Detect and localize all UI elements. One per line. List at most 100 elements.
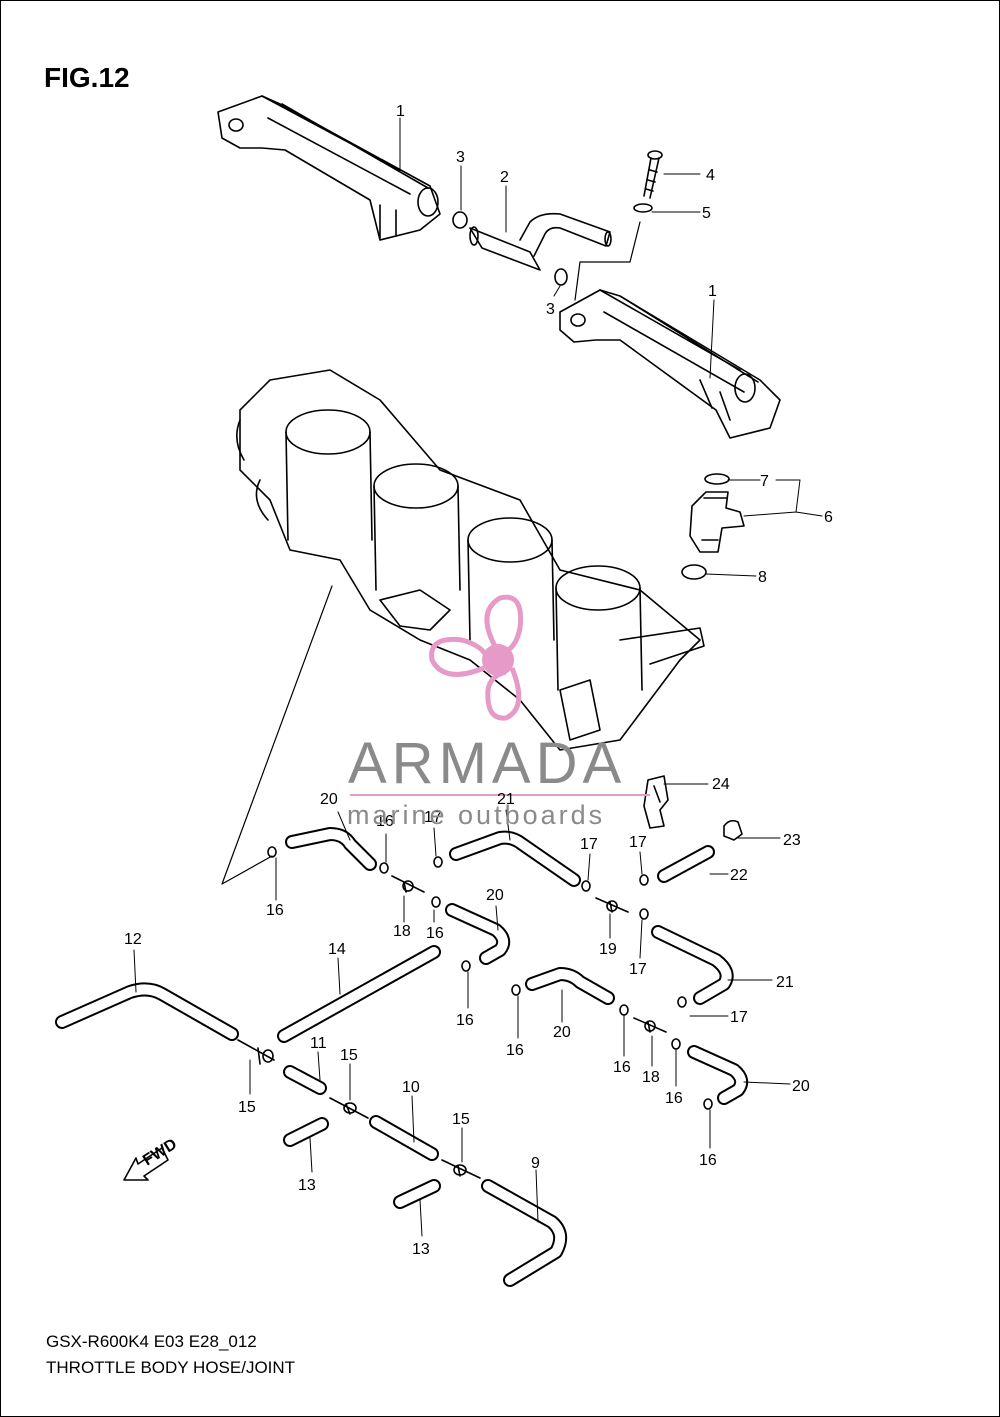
callout-10: 10 [402, 1079, 420, 1096]
hose-14 [279, 947, 439, 1041]
assembly-guide-line [221, 585, 333, 885]
callout-9: 9 [531, 1155, 540, 1172]
armada-logo-mark [429, 594, 524, 721]
hose-13b [395, 1181, 439, 1207]
callout-6: 6 [824, 509, 833, 526]
callout-17c: 17 [629, 834, 647, 851]
hose-11 [285, 1067, 325, 1093]
callout-21b: 21 [776, 974, 794, 991]
fuel-delivery-pipe-lower [559, 289, 781, 439]
callout-20d: 20 [792, 1078, 810, 1095]
callout-15b: 15 [340, 1047, 358, 1064]
clip-16c [431, 896, 441, 908]
clip-17c [639, 874, 649, 886]
figure-title: FIG.12 [44, 62, 130, 93]
joint-15a [237, 1039, 275, 1065]
hose-20b [447, 905, 509, 963]
callout-7: 7 [760, 473, 769, 490]
joint-19 [595, 897, 629, 913]
joint-18b [633, 1017, 667, 1033]
callout-19: 19 [599, 941, 617, 958]
o-ring-upper [452, 211, 468, 229]
clip-17d [639, 908, 649, 920]
callout-17d: 17 [629, 961, 647, 978]
hose-20d [689, 1047, 747, 1103]
injector-o-ring [704, 473, 730, 485]
hose-12 [57, 984, 237, 1039]
callout-15c: 15 [452, 1111, 470, 1128]
clip-16h [703, 1098, 713, 1110]
hose-21a [451, 832, 579, 885]
hose-20c [527, 969, 613, 1003]
hose-holder [723, 819, 743, 841]
callout-23: 23 [783, 832, 801, 849]
callout-3a: 3 [456, 149, 465, 166]
hose-13a [285, 1119, 327, 1145]
model-caption: GSX-R600K4 E03 E28_012 [46, 1332, 257, 1351]
clip-16g [671, 1038, 681, 1050]
callout-15a: 15 [238, 1099, 256, 1116]
callout-16c: 16 [426, 925, 444, 942]
watermark-subtitle: marine outboards [347, 800, 606, 830]
fwd-arrow [123, 1147, 169, 1181]
callout-20b: 20 [486, 887, 504, 904]
hose-9 [483, 1181, 566, 1285]
callout-16h: 16 [699, 1152, 717, 1169]
hose-10 [371, 1117, 437, 1159]
diagram-name-caption: THROTTLE BODY HOSE/JOINT [46, 1358, 296, 1377]
callout-16a: 16 [266, 902, 284, 919]
screw [643, 150, 663, 199]
callout-4: 4 [706, 167, 715, 184]
callout-3b: 3 [546, 301, 555, 318]
callout-22: 22 [730, 867, 748, 884]
callout-13a: 13 [298, 1177, 316, 1194]
callout-14: 14 [328, 941, 346, 958]
callout-16e: 16 [506, 1042, 524, 1059]
leader-lines [133, 117, 823, 1237]
hose-clamp [643, 775, 669, 829]
callout-17a: 17 [424, 809, 442, 826]
callout-16g: 16 [665, 1090, 683, 1107]
callout-12: 12 [124, 931, 142, 948]
callout-20a: 20 [320, 791, 338, 808]
callout-18b: 18 [642, 1069, 660, 1086]
hose-20a [287, 829, 375, 869]
joint-15c [441, 1159, 481, 1179]
clip-16a [267, 846, 277, 858]
clip-16e [511, 984, 521, 996]
mount-guide-line [574, 221, 641, 301]
callout-16d: 16 [456, 1012, 474, 1029]
callout-21a: 21 [497, 791, 515, 808]
clip-16b [379, 862, 389, 874]
callout-16b: 16 [376, 813, 394, 830]
fuel-injector [689, 491, 745, 553]
callout-1b: 1 [708, 283, 717, 300]
callout-5: 5 [702, 205, 711, 222]
clip-17b [581, 880, 591, 892]
injector-cushion [681, 564, 707, 580]
callout-8: 8 [758, 569, 767, 586]
fuel-delivery-pipe-upper [217, 95, 441, 241]
washer [633, 203, 653, 213]
hose-22 [659, 847, 713, 881]
joint-15b [329, 1097, 369, 1119]
callout-17b: 17 [580, 836, 598, 853]
clip-17e [677, 996, 687, 1008]
callout-16f: 16 [613, 1059, 631, 1076]
clip-16f [619, 1004, 629, 1016]
callout-18a: 18 [393, 923, 411, 940]
o-ring-lower [554, 268, 568, 286]
callout-20c: 20 [553, 1024, 571, 1041]
clip-16d [461, 960, 471, 972]
clip-17a [433, 856, 443, 868]
callout-17e: 17 [730, 1009, 748, 1026]
callout-1a: 1 [396, 103, 405, 120]
joint-18a [391, 875, 425, 893]
callout-24: 24 [712, 776, 730, 793]
hose-21b [653, 927, 732, 1003]
callout-2: 2 [500, 169, 509, 186]
callout-11: 11 [310, 1035, 327, 1052]
fuel-joint-pipe [469, 212, 612, 271]
throttle-body-assembly [236, 369, 705, 751]
